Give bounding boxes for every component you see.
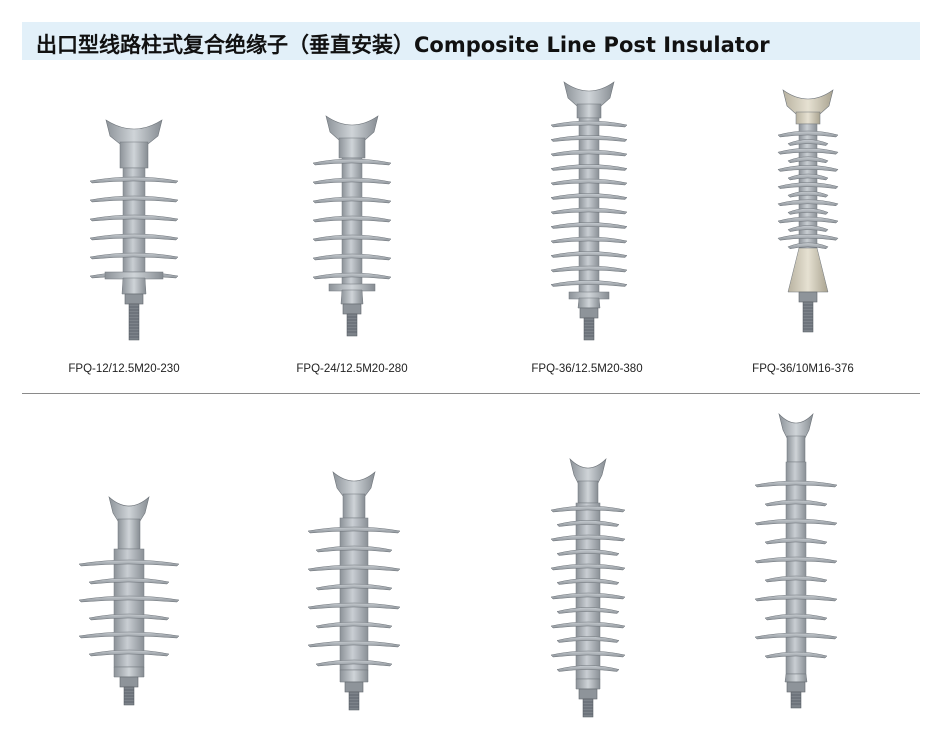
bottom-fitting: [339, 669, 369, 711]
insulator-image-4: [777, 89, 839, 333]
insulator-sheds: [550, 505, 626, 672]
product-caption-1: FPQ-12/12.5M20-230: [68, 363, 180, 375]
product-caption-2: FPQ-24/12.5M20-280: [296, 363, 408, 375]
bottom-fitting: [328, 283, 376, 337]
product-caption-4: FPQ-36/10M16-376: [752, 363, 854, 375]
insulator-image-2: [312, 115, 392, 337]
insulator-image-8: [754, 412, 838, 709]
product-caption-3: FPQ-36/12.5M20-380: [531, 363, 643, 375]
top-fitting: [108, 496, 150, 550]
top-fitting: [105, 119, 163, 169]
top-fitting: [778, 412, 814, 463]
insulator-sheds: [777, 130, 839, 250]
insulator-sheds: [312, 158, 392, 280]
insulator-core: [575, 502, 601, 680]
insulator-image-5: [78, 496, 180, 706]
row-divider: [22, 393, 920, 394]
bottom-fitting: [113, 666, 145, 706]
bottom-fitting: [784, 673, 808, 709]
insulator-core: [122, 167, 146, 279]
page-title: 出口型线路柱式复合绝缘子（垂直安装）Composite Line Post In…: [36, 33, 770, 57]
insulator-core: [339, 517, 369, 671]
top-fitting: [563, 81, 615, 119]
top-fitting: [782, 89, 834, 125]
insulator-sheds: [550, 120, 628, 287]
bottom-fitting: [104, 271, 164, 341]
insulator-core: [785, 461, 807, 675]
bottom-fitting: [575, 678, 601, 718]
insulator-sheds: [307, 526, 401, 667]
top-fitting: [325, 115, 379, 159]
insulator-core: [113, 548, 145, 668]
header-bar: 出口型线路柱式复合绝缘子（垂直安装）Composite Line Post In…: [22, 22, 920, 60]
insulator-image-7: [550, 458, 626, 718]
bottom-fitting: [787, 247, 829, 333]
insulator-image-3: [550, 81, 628, 341]
top-fitting: [569, 458, 607, 504]
bottom-fitting: [568, 291, 610, 341]
insulator-sheds: [78, 559, 180, 657]
top-fitting: [332, 471, 376, 519]
insulator-image-6: [307, 471, 401, 711]
insulator-sheds: [754, 480, 838, 659]
insulator-image-1: [89, 119, 179, 341]
